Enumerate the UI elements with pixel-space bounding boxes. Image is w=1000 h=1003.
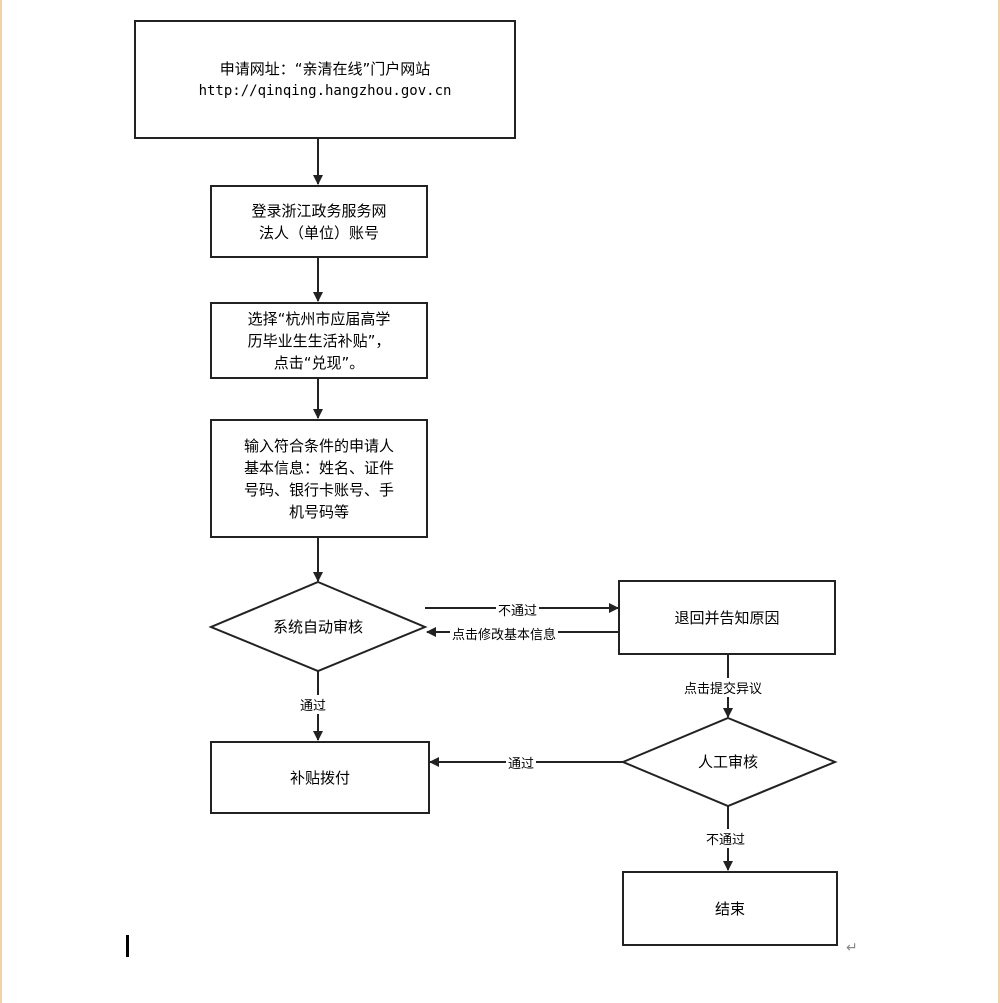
select-line3: 点击“兑现”。 — [273, 353, 365, 372]
edge-label-auto-fail: 不通过 — [496, 600, 540, 619]
node-return-reason: 退回并告知原因 — [618, 580, 836, 655]
node-subsidy-paid: 补贴拨付 — [210, 741, 430, 814]
login-line2: 法人（单位）账号 — [258, 223, 379, 242]
node-select: 选择“杭州市应届高学 历毕业生生活补贴”， 点击“兑现”。 — [210, 302, 428, 379]
edge-label-auto-pass: 通过 — [298, 695, 329, 714]
edge-label-manual-fail: 不通过 — [704, 829, 748, 848]
login-line1: 登录浙江政务服务网 — [251, 201, 387, 220]
node-input-info: 输入符合条件的申请人 基本信息：姓名、证件 号码、银行卡账号、手 机号码等 — [210, 419, 428, 538]
page-border-right — [998, 0, 1000, 1003]
edge-label-modify-info: 点击修改基本信息 — [450, 624, 559, 643]
paragraph-mark-icon: ↵ — [846, 940, 858, 956]
edge-label-manual-pass: 通过 — [506, 753, 537, 772]
node-end: 结束 — [622, 871, 838, 946]
input-info-line4: 机号码等 — [288, 502, 349, 521]
text-cursor — [126, 935, 129, 957]
node-login: 登录浙江政务服务网 法人（单位）账号 — [210, 185, 428, 258]
manual-review-label: 人工审核 — [697, 753, 758, 771]
page-border-left — [0, 0, 2, 1003]
input-info-line3: 号码、银行卡账号、手 — [243, 480, 394, 499]
select-line2: 历毕业生生活补贴”， — [247, 331, 391, 350]
select-line1: 选择“杭州市应届高学 — [247, 309, 391, 328]
end-label: 结束 — [714, 899, 745, 918]
apply-site-line1: 申请网址：“亲清在线”门户网站 — [219, 59, 431, 78]
node-apply-site: 申请网址：“亲清在线”门户网站 http://qinqing.hangzhou.… — [134, 20, 516, 139]
return-reason-label: 退回并告知原因 — [674, 608, 780, 627]
input-info-line2: 基本信息：姓名、证件 — [243, 458, 394, 477]
input-info-line1: 输入符合条件的申请人 — [243, 436, 394, 455]
edge-label-submit-objection: 点击提交异议 — [682, 678, 765, 697]
apply-site-url: http://qinqing.hangzhou.gov.cn — [198, 82, 452, 99]
auto-review-label: 系统自动审核 — [272, 618, 363, 636]
subsidy-paid-label: 补贴拨付 — [289, 768, 350, 787]
